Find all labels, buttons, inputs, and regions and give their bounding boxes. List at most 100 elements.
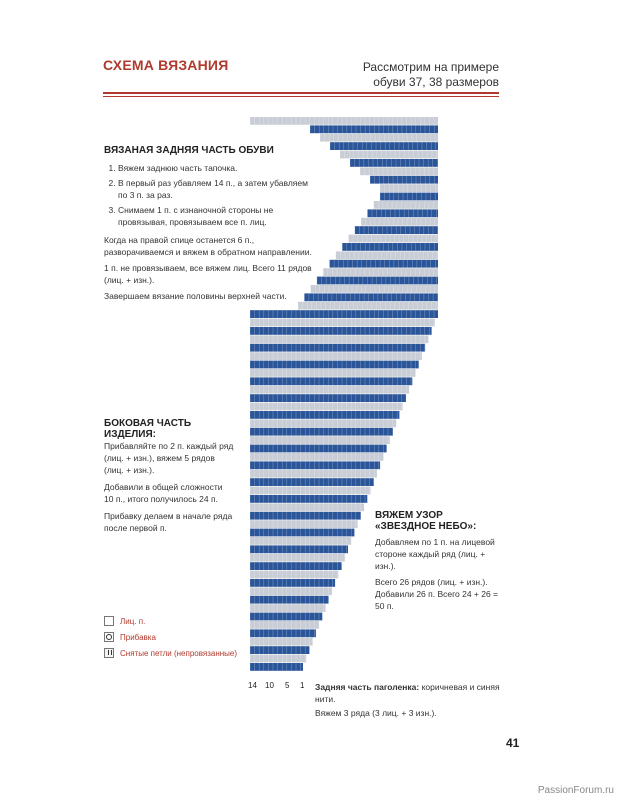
chart-row: [310, 125, 438, 134]
back-part-title: ВЯЗАНАЯ ЗАДНЯЯ ЧАСТЬ ОБУВИ: [104, 145, 274, 156]
back-part-section: ВЯЗАНАЯ ЗАДНЯЯ ЧАСТЬ ОБУВИ Вяжем заднюю …: [104, 145, 314, 306]
pattern-section: ВЯЖЕМ УЗОР «ЗВЕЗДНОЕ НЕБО»: Добавляем по…: [375, 510, 505, 616]
axis-tick: 14: [248, 681, 257, 690]
chart-row: [350, 159, 438, 167]
chart-row: [250, 503, 365, 512]
page-number: 41: [506, 736, 520, 750]
watermark: PassionForum.ru: [537, 785, 614, 796]
side-part-section: БОКОВАЯ ЧАСТЬ ИЗДЕЛИЯ: Прибавляйте по 2 …: [104, 418, 234, 539]
back-step-3: Снимаем 1 п. с изнаночной стороны не про…: [118, 204, 314, 228]
legend-slipped: Снятые петли (непровязанные): [104, 646, 237, 660]
back-part-steps: Вяжем заднюю часть тапочка. В первый раз…: [104, 162, 314, 228]
chart-row: [250, 402, 403, 411]
bottom-note-line2: Вяжем 3 ряда (3 лиц. + 3 изн.).: [315, 708, 437, 718]
chart-row: [304, 293, 438, 302]
chart-row: [250, 335, 429, 344]
legend-knit-label: Лиц. п.: [120, 616, 146, 626]
chart-rows: [249, 117, 438, 671]
chart-row: [250, 528, 355, 537]
slipped-stitch-icon: [104, 648, 114, 658]
chart-row: [380, 192, 438, 201]
chart-row: [250, 444, 387, 453]
chart-row: [250, 419, 397, 428]
chart-row: [250, 511, 361, 520]
header-rule: [103, 92, 499, 94]
page-subtitle: Рассмотрим на примере обуви 37, 38 разме…: [363, 60, 499, 90]
chart-row: [360, 167, 438, 176]
chart-row: [323, 268, 438, 276]
bottom-note-rest: коричневая и синяя нити.: [315, 682, 500, 704]
chart-row: [370, 175, 438, 184]
chart-row: [250, 385, 410, 394]
stitch-axis: 14 10 5 1: [246, 681, 306, 691]
legend-increase-label: Прибавка: [120, 632, 156, 642]
chart-row: [320, 133, 438, 142]
back-step-1: Вяжем заднюю часть тапочка.: [118, 162, 314, 174]
chart-row: [330, 142, 438, 150]
chart-row: [361, 217, 438, 226]
side-para-1: Прибавляйте по 2 п. каждый ряд (лиц. + и…: [104, 441, 234, 475]
pattern-title-1: ВЯЖЕМ УЗОР: [375, 510, 443, 521]
axis-tick: 10: [265, 681, 274, 690]
legend-knit: Лиц. п.: [104, 614, 237, 628]
back-step-2: В первый раз убавляем 14 п., а затем уба…: [118, 177, 314, 201]
chart-row: [250, 411, 400, 419]
pattern-para-1: Добавляем по 1 п. на лицевой стороне каж…: [375, 537, 495, 571]
legend-increase: Прибавка: [104, 630, 237, 644]
chart-row: [250, 612, 323, 621]
bottom-note: Задняя часть паголенка: коричневая и син…: [315, 681, 505, 721]
knit-stitch-icon: [104, 616, 114, 626]
chart-row: [250, 377, 413, 386]
legend-slipped-label: Снятые петли (непровязанные): [120, 648, 238, 658]
chart-row: [250, 579, 336, 587]
chart-row: [250, 553, 345, 562]
chart-row: [250, 646, 310, 654]
increase-stitch-icon: [104, 632, 114, 642]
chart-row: [250, 461, 381, 470]
chart-row: [250, 486, 371, 495]
subtitle-line-2: обуви 37, 38 размеров: [373, 75, 499, 89]
chart-row: [335, 251, 438, 260]
chart-row: [250, 427, 393, 436]
chart-row: [298, 301, 438, 310]
chart-row: [250, 352, 422, 360]
page-title: СХЕМА ВЯЗАНИЯ: [103, 57, 229, 73]
chart-row: [250, 327, 432, 335]
chart-legend: Лиц. п. Прибавка Снятые петли (непровяза…: [104, 614, 237, 662]
header-rule-thin: [103, 96, 499, 97]
chart-row: [250, 117, 438, 125]
chart-row: [250, 453, 384, 461]
side-para-2: Добавили в общей сложности 10 п., итого …: [104, 482, 223, 504]
chart-row: [250, 663, 303, 671]
chart-row: [250, 495, 368, 503]
chart-row: [342, 243, 438, 251]
chart-row: [250, 604, 326, 612]
back-para-3: Завершаем вязание половины верхней части…: [104, 291, 287, 301]
chart-row: [250, 545, 348, 554]
chart-row: [329, 259, 438, 268]
chart-row: [250, 629, 316, 638]
chart-row: [316, 276, 438, 285]
chart-row: [340, 150, 438, 159]
chart-row: [250, 360, 419, 369]
chart-row: [250, 637, 313, 646]
chart-row: [310, 285, 438, 293]
axis-tick: 5: [285, 681, 290, 690]
chart-row: [250, 621, 320, 629]
chart-row: [250, 394, 406, 402]
pattern-title-2: «ЗВЕЗДНОЕ НЕБО»:: [375, 521, 477, 532]
chart-row: [250, 318, 435, 327]
chart-row: [250, 595, 329, 604]
axis-tick: 1: [300, 681, 305, 690]
chart-row: [250, 310, 438, 318]
pattern-para-2: Всего 26 рядов (лиц. + изн.). Добавили 2…: [375, 577, 499, 611]
chart-row: [250, 478, 374, 486]
chart-row: [250, 469, 377, 478]
back-para-1: Когда на правой спице останется 6 п., ра…: [104, 235, 312, 257]
side-part-title: БОКОВАЯ ЧАСТЬ ИЗДЕЛИЯ:: [104, 418, 192, 440]
chart-row: [380, 184, 438, 192]
subtitle-line-1: Рассмотрим на примере: [362, 60, 499, 74]
chart-row: [250, 436, 390, 444]
chart-row: [250, 520, 358, 528]
